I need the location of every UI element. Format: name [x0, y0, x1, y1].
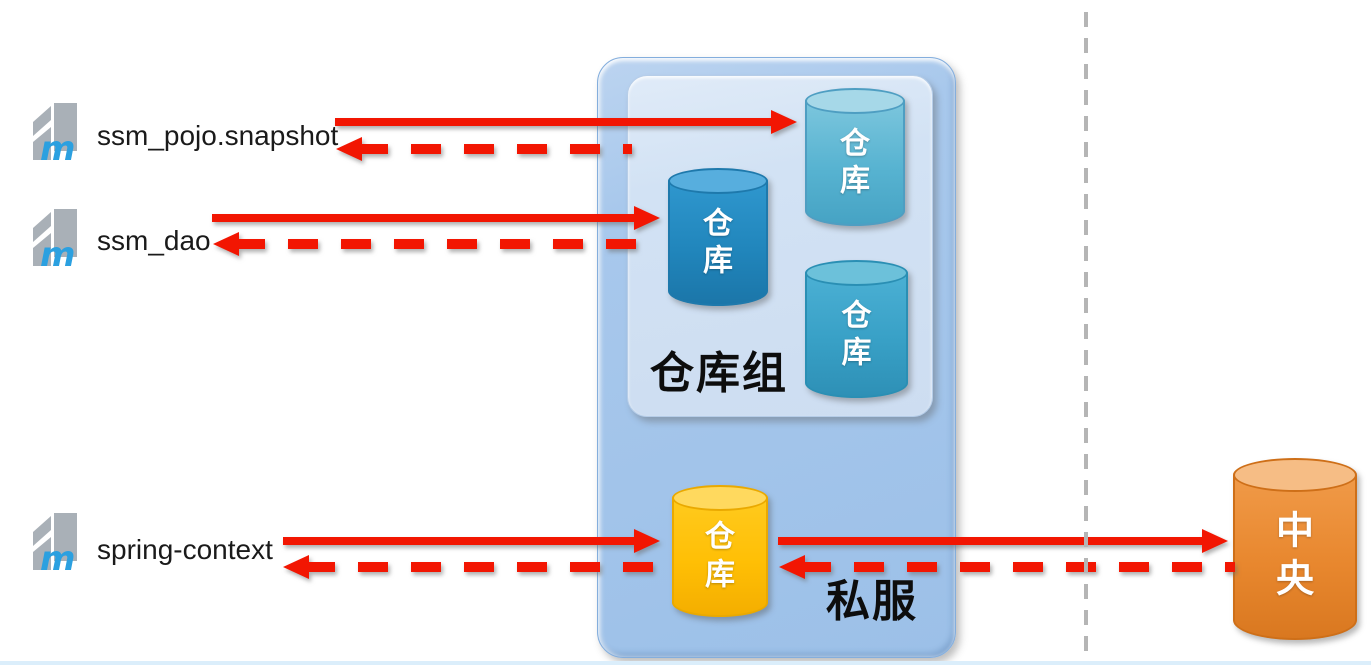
arrow-line [335, 118, 775, 126]
cylinder-body [668, 181, 768, 306]
maven-icon: m [33, 103, 77, 164]
arrow-dashed-line [801, 562, 1235, 572]
artifact-label-ssm-pojo: ssm_pojo.snapshot [97, 120, 339, 151]
dashed-arrow-left-central [779, 555, 1235, 579]
arrow-dashed-line [358, 144, 632, 154]
dashed-arrow-left-row3 [283, 555, 660, 579]
arrow-head-right-icon [634, 206, 660, 230]
private-server-label: 私服 [826, 577, 918, 626]
svg-text:m: m [40, 129, 75, 164]
maven-icon: m [33, 513, 77, 574]
arrow-head-right-icon [1202, 529, 1228, 553]
repository-group-label: 仓库组 [650, 349, 788, 398]
dashed-arrow-left-row2 [213, 232, 645, 256]
repository-cylinder-3: 仓库 [805, 260, 908, 398]
arrow-head-left-icon [336, 137, 362, 161]
arrow-head-right-icon [634, 529, 660, 553]
repository-label: 仓库 [841, 299, 872, 370]
dashed-arrow-left-row1 [336, 137, 632, 161]
cylinder-top [672, 485, 768, 511]
cylinder-body [1233, 475, 1357, 640]
arrow-head-left-icon [213, 232, 239, 256]
repository-cylinder-1: 仓库 [805, 88, 905, 226]
bottom-edge-strip [0, 661, 1371, 665]
arrow-dashed-line [305, 562, 660, 572]
arrow-dashed-line [235, 239, 645, 249]
cylinder-body [805, 273, 908, 398]
cylinder-top [1233, 458, 1357, 492]
repository-label: 仓库 [705, 520, 735, 592]
host-repository-cylinder: 仓库 [672, 485, 768, 617]
central-repository-label: 中央 [1275, 510, 1315, 601]
central-repository-cylinder: 中央 [1233, 458, 1357, 640]
network-boundary-divider [1084, 12, 1088, 660]
cylinder-top [805, 260, 908, 286]
artifact-label-ssm-dao: ssm_dao [97, 225, 211, 256]
maven-icon: m [33, 209, 77, 270]
repository-label: 仓库 [703, 207, 733, 278]
arrow-head-right-icon [771, 110, 797, 134]
svg-text:m: m [40, 539, 75, 574]
solid-arrow-right-row1 [335, 110, 797, 134]
repository-label: 仓库 [840, 127, 870, 198]
arrow-head-left-icon [779, 555, 805, 579]
cylinder-body [672, 498, 768, 617]
arrow-line [212, 214, 638, 222]
arrow-line [778, 537, 1206, 545]
arrow-head-left-icon [283, 555, 309, 579]
arrow-line [283, 537, 638, 545]
svg-text:m: m [40, 235, 75, 270]
repository-cylinder-2: 仓库 [668, 168, 768, 306]
cylinder-top [668, 168, 768, 194]
cylinder-body [805, 101, 905, 226]
solid-arrow-right-row2 [212, 206, 660, 230]
solid-arrow-right-row3 [283, 529, 660, 553]
solid-arrow-right-central [778, 529, 1228, 553]
artifact-label-spring-context: spring-context [97, 534, 273, 565]
cylinder-top [805, 88, 905, 114]
